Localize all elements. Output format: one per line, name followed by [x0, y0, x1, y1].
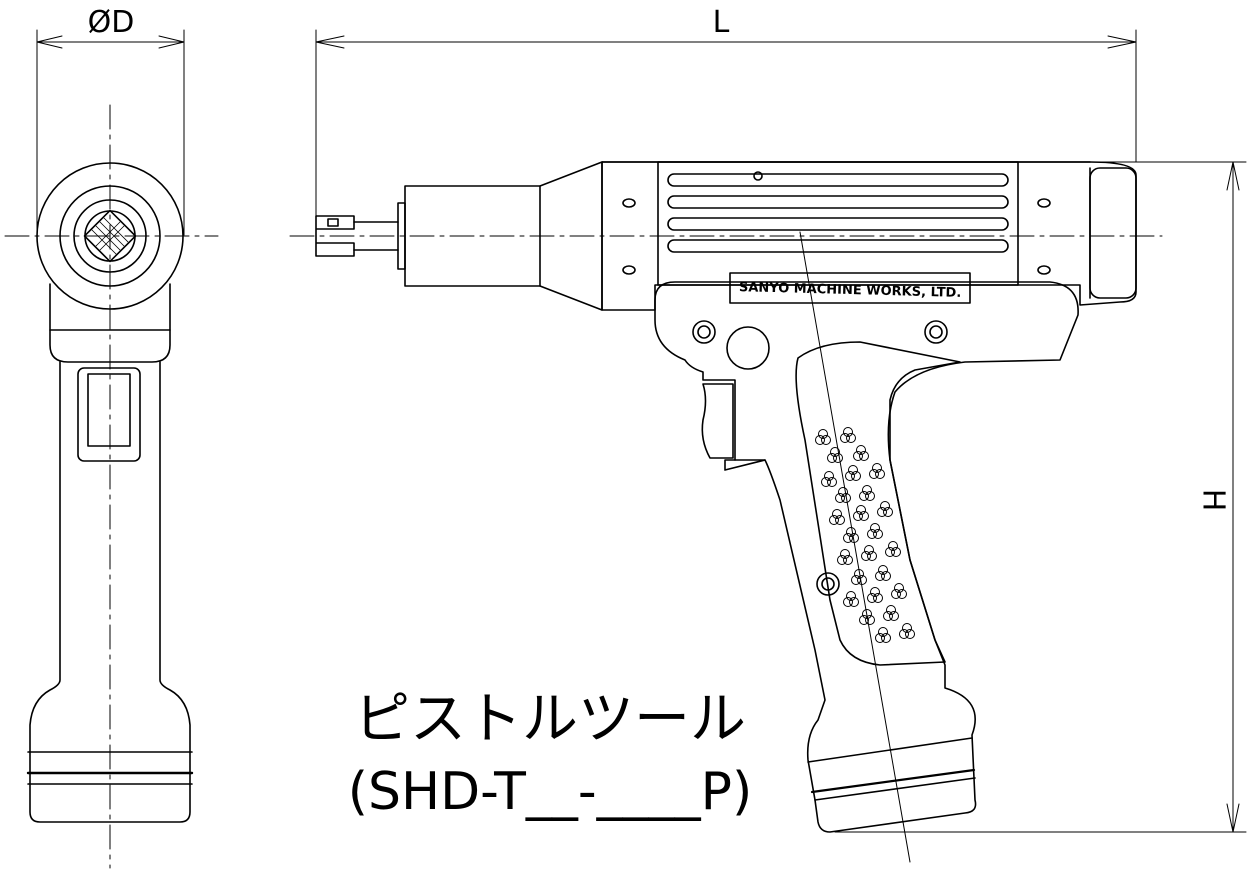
side-view — [289, 29, 1247, 863]
height-arrow-top — [1226, 161, 1240, 191]
front-trigger — [87, 373, 131, 447]
brand-text: SANYO MACHINE WORKS, LTD. — [739, 280, 962, 301]
front-view — [4, 29, 219, 869]
front-head-outer — [36, 162, 184, 310]
diameter-label: ØD — [88, 5, 135, 40]
front-grip — [29, 361, 191, 823]
brand-plate — [729, 272, 971, 304]
height-label: H — [1196, 489, 1231, 512]
caption-model: (SHD-T__-____P) — [347, 762, 753, 822]
side-handle-body — [654, 281, 1079, 833]
front-body-collar — [49, 283, 171, 363]
caption-title: ピストルツール — [354, 687, 746, 752]
front-square-drive — [83, 209, 137, 263]
side-vent-panel — [657, 161, 1019, 286]
grip-texture — [815, 427, 915, 643]
side-trigger — [701, 383, 734, 459]
length-arrow-right — [1107, 35, 1137, 49]
length-arrow-left — [315, 35, 345, 49]
side-motor-housing — [601, 161, 1137, 311]
length-label: L — [713, 5, 730, 40]
diameter-arrow-left — [36, 35, 63, 49]
front-head-inner — [73, 199, 147, 273]
front-head-ring — [59, 185, 161, 287]
height-arrow-bottom — [1226, 803, 1240, 833]
diameter-arrow-right — [158, 35, 185, 49]
side-rear-cap — [1089, 167, 1137, 299]
grip-axis — [799, 231, 911, 863]
side-grip-panel — [795, 341, 961, 666]
side-switch-button — [726, 326, 770, 370]
front-trigger-window — [77, 367, 141, 462]
